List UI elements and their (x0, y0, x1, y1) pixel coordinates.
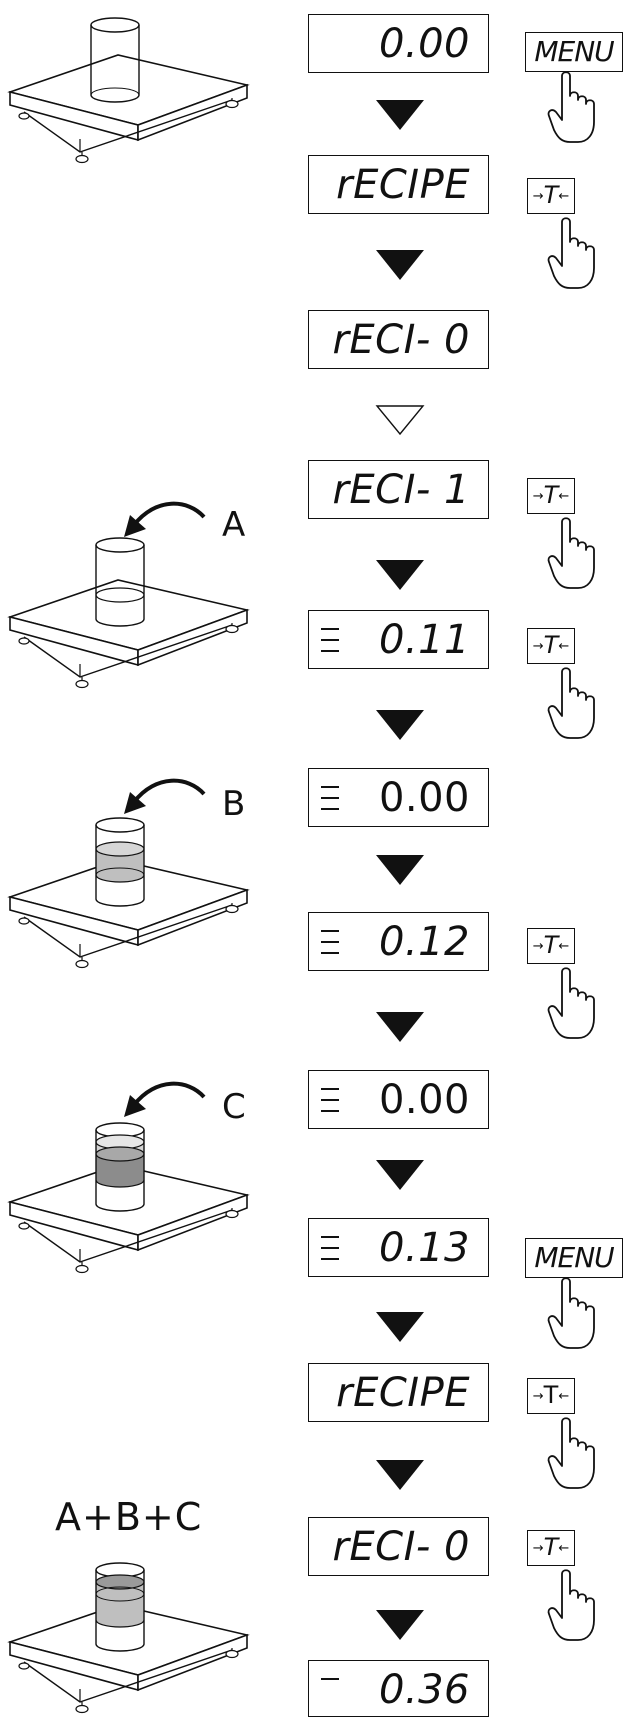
display-step-4: rECI- 1 (308, 460, 489, 519)
display-value: 0.36 (378, 1667, 470, 1713)
stability-indicator-icon (321, 1086, 339, 1114)
pressing-hand-icon (547, 967, 595, 1039)
down-arrow-filled-icon (376, 710, 424, 740)
tare-key[interactable]: →T← (527, 1378, 575, 1414)
menu-key[interactable]: MENU (525, 32, 623, 72)
tare-key-label: T (543, 931, 559, 959)
curved-arrow-icon (124, 778, 206, 814)
display-value: rECI- 0 (332, 317, 470, 363)
tare-key[interactable]: →T← (527, 928, 575, 964)
pressing-hand-icon (547, 71, 595, 143)
curved-arrow-icon (124, 501, 206, 537)
container-icon (95, 1562, 145, 1652)
display-step-1: 0.00 (308, 14, 489, 73)
display-step-3: rECI- 0 (308, 310, 489, 369)
pressing-hand-icon (547, 217, 595, 289)
stability-indicator-icon (321, 626, 339, 654)
down-arrow-filled-icon (376, 250, 424, 280)
display-value: rECIPE (336, 1370, 470, 1416)
pressing-hand-icon (547, 1277, 595, 1349)
down-arrow-filled-icon (376, 855, 424, 885)
pressing-hand-icon (547, 667, 595, 739)
display-value: 0.12 (378, 919, 470, 965)
curved-arrow-icon (124, 1081, 206, 1117)
tare-key[interactable]: →T← (527, 178, 575, 214)
tare-key[interactable]: →T← (527, 628, 575, 664)
down-arrow-filled-icon (376, 560, 424, 590)
display-step-8: 0.00 (308, 1070, 489, 1129)
stability-indicator-icon (321, 1234, 339, 1262)
pressing-hand-icon (547, 1417, 595, 1489)
container-icon (95, 1122, 145, 1212)
down-arrow-filled-icon (376, 1312, 424, 1342)
stability-indicator-icon (321, 1676, 339, 1704)
down-arrow-filled-icon (376, 100, 424, 130)
display-value: rECIPE (336, 162, 470, 208)
down-arrow-filled-icon (376, 1610, 424, 1640)
ingredient-c-label: C (222, 1087, 246, 1127)
display-step-5: 0.11 (308, 610, 489, 669)
display-value: 0.00 (378, 775, 470, 821)
ingredient-a-label: A (222, 505, 246, 545)
tare-key-label: T (543, 1381, 559, 1409)
down-arrow-filled-icon (376, 1460, 424, 1490)
container-icon (95, 537, 145, 627)
ingredient-b-label: B (222, 784, 246, 824)
tare-key[interactable]: →T← (527, 1530, 575, 1566)
container-icon (95, 817, 145, 907)
menu-key[interactable]: MENU (525, 1238, 623, 1278)
display-step-2: rECIPE (308, 155, 489, 214)
display-step-10: rECIPE (308, 1363, 489, 1422)
tare-key[interactable]: →T← (527, 478, 575, 514)
tare-key-label: T (543, 481, 559, 509)
display-value: rECI- 0 (332, 1524, 470, 1570)
tare-key-label: T (543, 181, 559, 209)
down-arrow-filled-icon (376, 1012, 424, 1042)
stability-indicator-icon (321, 784, 339, 812)
display-step-9: 0.13 (308, 1218, 489, 1277)
down-arrow-outline-icon (375, 405, 425, 436)
display-value: 0.00 (378, 21, 470, 67)
sum-label: A+B+C (55, 1495, 203, 1539)
tare-key-label: T (543, 631, 559, 659)
display-step-11: rECI- 0 (308, 1517, 489, 1576)
display-value: 0.11 (378, 617, 470, 663)
container-icon (90, 17, 140, 103)
tare-key-label: T (543, 1533, 559, 1561)
display-value: rECI- 1 (332, 467, 470, 513)
display-step-12: 0.36 (308, 1660, 489, 1717)
stability-indicator-icon (321, 928, 339, 956)
display-step-6: 0.00 (308, 768, 489, 827)
display-value: 0.13 (378, 1225, 470, 1271)
display-step-7: 0.12 (308, 912, 489, 971)
pressing-hand-icon (547, 517, 595, 589)
pressing-hand-icon (547, 1569, 595, 1641)
down-arrow-filled-icon (376, 1160, 424, 1190)
display-value: 0.00 (378, 1077, 470, 1123)
